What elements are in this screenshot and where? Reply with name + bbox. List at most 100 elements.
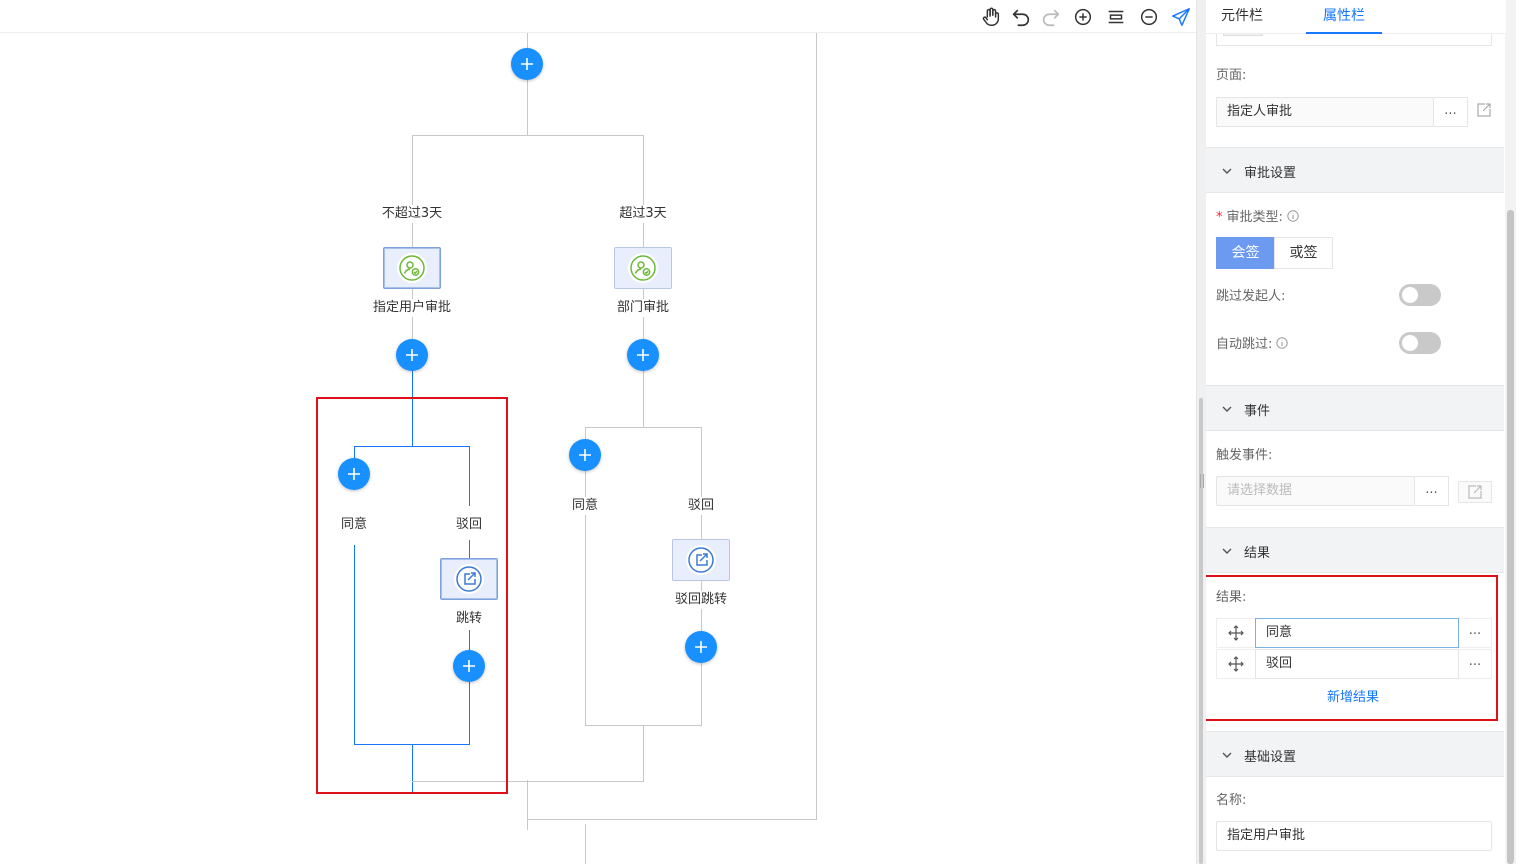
zoom-in-icon[interactable]	[1070, 4, 1096, 30]
fit-icon[interactable]	[1103, 4, 1129, 30]
add-node-button[interactable]	[511, 48, 543, 80]
connector	[643, 725, 644, 782]
connector	[412, 744, 413, 792]
connector	[585, 470, 586, 726]
drag-handle-icon[interactable]	[1217, 650, 1255, 678]
user-approve-icon	[630, 255, 656, 281]
result-input[interactable]: 同意	[1255, 618, 1459, 648]
add-node-button[interactable]	[396, 339, 428, 371]
panel-tabs: 元件栏 属性栏	[1206, 0, 1506, 34]
add-result-link[interactable]: 新增结果	[1327, 690, 1380, 705]
open-link-icon[interactable]	[1476, 102, 1496, 122]
approval-type-countersign[interactable]: 会签	[1216, 237, 1275, 269]
open-link-icon[interactable]	[1458, 481, 1492, 503]
connector	[585, 824, 586, 864]
panel-scrollbar[interactable]	[1507, 210, 1514, 864]
section-events[interactable]: 事件	[1206, 385, 1504, 431]
reject-jump-node[interactable]	[672, 539, 730, 581]
approval-node-department[interactable]	[614, 247, 672, 289]
result-input[interactable]: 驳回	[1255, 649, 1459, 679]
panel-splitter[interactable]	[1196, 0, 1206, 864]
result-row: 驳回 ...	[1216, 649, 1492, 679]
add-node-button[interactable]	[338, 458, 370, 490]
drag-handle-icon[interactable]	[1217, 619, 1255, 647]
splitter-grip-icon[interactable]	[1200, 474, 1204, 488]
jump-icon	[688, 547, 714, 573]
flow-canvas[interactable]: 不超过3天 超过3天 指定用户审批 部门审批 同意 驳回 跳转 同意 驳回 驳回…	[0, 0, 1196, 864]
plus-icon	[579, 449, 591, 461]
connector	[585, 427, 586, 441]
connector	[527, 780, 528, 830]
canvas-scrollbar[interactable]	[1199, 398, 1203, 864]
tab-components[interactable]: 元件栏	[1221, 8, 1263, 24]
section-approval-settings[interactable]: 审批设置	[1206, 147, 1504, 193]
chevron-down-icon	[1222, 406, 1232, 412]
jump-node[interactable]	[440, 558, 498, 600]
connector	[469, 630, 470, 652]
auto-skip-toggle[interactable]	[1399, 332, 1441, 354]
add-node-button[interactable]	[627, 339, 659, 371]
connector	[354, 446, 470, 447]
result-row: 同意 ...	[1216, 618, 1492, 648]
connector	[469, 446, 470, 506]
connector	[412, 135, 413, 247]
result-label-reject[interactable]: 驳回	[685, 497, 717, 515]
node-label: 部门审批	[614, 299, 672, 317]
result-label-agree[interactable]: 同意	[338, 516, 370, 534]
page-select-button[interactable]: ...	[1434, 97, 1468, 127]
connector	[412, 781, 643, 782]
connector	[527, 80, 528, 135]
connector	[412, 370, 413, 446]
plus-icon	[637, 349, 649, 361]
hand-icon[interactable]	[978, 4, 1004, 30]
name-input[interactable]: 指定用户审批	[1216, 821, 1492, 851]
connector	[585, 427, 701, 428]
result-more-button[interactable]: ...	[1468, 623, 1482, 638]
property-panel: × 元件栏 属性栏 页面: 指定人审批 ... 审批设置 *审批类型: 会签 或…	[1206, 0, 1520, 864]
section-basic-settings[interactable]: 基础设置	[1206, 731, 1504, 777]
add-node-button[interactable]	[685, 631, 717, 663]
jump-icon	[456, 566, 482, 592]
connector	[469, 540, 470, 558]
skip-initiator-label: 跳过发起人:	[1216, 289, 1286, 304]
connector	[701, 662, 702, 726]
redo-icon[interactable]	[1038, 4, 1064, 30]
plus-icon	[521, 58, 533, 70]
connector	[354, 446, 355, 460]
plus-icon	[463, 660, 475, 672]
section-results[interactable]: 结果	[1206, 527, 1504, 573]
connector	[527, 33, 528, 49]
results-label: 结果:	[1216, 590, 1247, 605]
approval-node-specified-user[interactable]	[383, 247, 441, 289]
tab-properties[interactable]: 属性栏	[1306, 0, 1382, 34]
section-title: 审批设置	[1244, 166, 1297, 181]
branch-condition-label[interactable]: 不超过3天	[379, 205, 445, 223]
connector	[643, 370, 644, 428]
add-node-button[interactable]	[453, 650, 485, 682]
user-approve-icon	[399, 255, 425, 281]
chevron-down-icon	[1222, 168, 1232, 174]
undo-icon[interactable]	[1008, 4, 1034, 30]
result-label-reject[interactable]: 驳回	[453, 516, 485, 534]
info-icon	[1287, 210, 1299, 222]
page-label: 页面:	[1216, 68, 1247, 83]
plus-icon	[406, 349, 418, 361]
name-label: 名称:	[1216, 793, 1247, 808]
result-label-agree[interactable]: 同意	[569, 497, 601, 515]
add-node-button[interactable]	[569, 439, 601, 471]
trigger-event-select-button[interactable]: ...	[1415, 476, 1449, 506]
approval-type-or-sign[interactable]: 或签	[1274, 237, 1333, 269]
trigger-event-label: 触发事件:	[1216, 448, 1273, 463]
branch-condition-label[interactable]: 超过3天	[617, 205, 669, 223]
node-label: 驳回跳转	[672, 591, 730, 609]
page-input[interactable]: 指定人审批	[1216, 97, 1434, 127]
skip-initiator-toggle[interactable]	[1399, 284, 1441, 306]
send-icon[interactable]	[1168, 4, 1194, 30]
section-title: 事件	[1244, 404, 1271, 419]
highlight-box	[316, 397, 508, 794]
connector	[643, 135, 644, 247]
result-more-button[interactable]: ...	[1468, 654, 1482, 669]
plus-icon	[695, 641, 707, 653]
zoom-out-icon[interactable]	[1136, 4, 1162, 30]
trigger-event-input[interactable]: 请选择数据	[1216, 476, 1415, 506]
